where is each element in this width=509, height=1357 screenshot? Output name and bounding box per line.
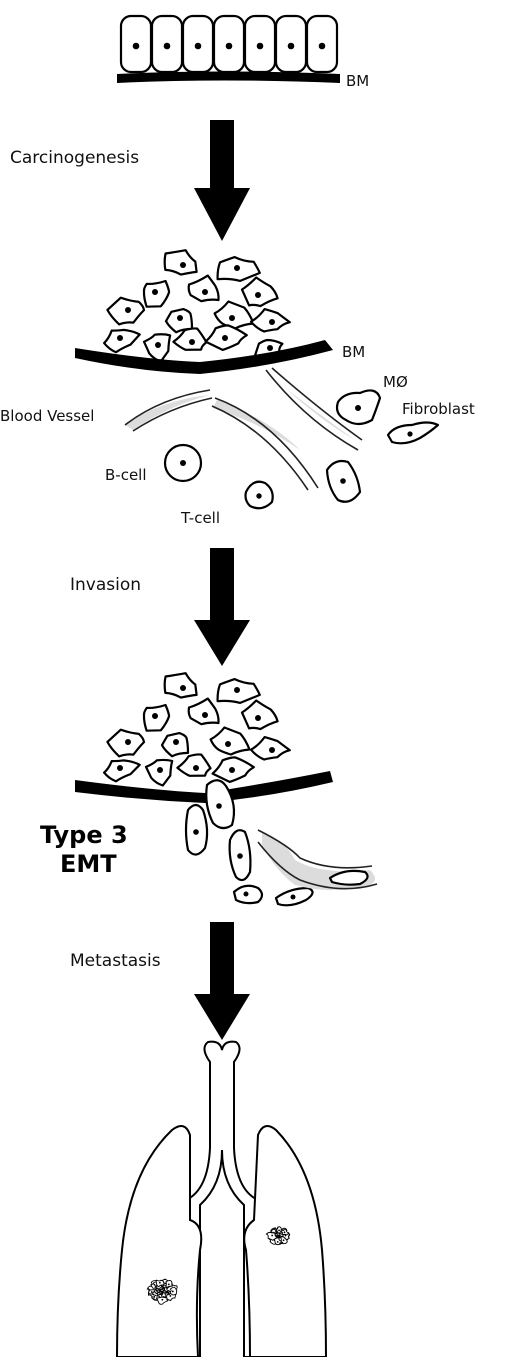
- macrophage-cell: [337, 390, 380, 424]
- cell-nucleus: [283, 1239, 285, 1241]
- cell-nucleus: [284, 1232, 286, 1234]
- blood-vessel-label: Blood Vessel: [0, 407, 94, 425]
- tumor-mass-1: [104, 250, 290, 361]
- blood-vessel-1: [125, 390, 212, 431]
- tumor-cell: [165, 250, 197, 274]
- cell-nucleus: [180, 262, 186, 268]
- lungs: [117, 1042, 326, 1357]
- t-cell-label: T-cell: [180, 509, 220, 527]
- cell-nucleus: [125, 739, 131, 745]
- cell-nucleus: [155, 342, 161, 348]
- b-cell-label: B-cell: [105, 466, 147, 484]
- stroma: MØ Fibroblast Blood Vessel B-cell T-cell: [0, 368, 475, 527]
- arrow-metastasis: [194, 922, 250, 1040]
- cell-nucleus: [222, 335, 228, 341]
- normal-epithelium: BM: [117, 16, 369, 90]
- cell-nucleus: [154, 1284, 156, 1286]
- cell-nucleus: [133, 43, 140, 50]
- bm-label-top: BM: [346, 72, 369, 90]
- cell-nucleus: [193, 765, 199, 771]
- cell-nucleus: [159, 1282, 161, 1284]
- tumor-cell: [189, 699, 219, 725]
- b-cell: [165, 445, 201, 481]
- cell-nucleus: [125, 307, 131, 313]
- cell-nucleus: [117, 335, 123, 341]
- cell-nucleus: [170, 1295, 172, 1297]
- tumor-mass-2: [104, 673, 290, 785]
- cell-nucleus: [151, 1291, 153, 1293]
- cell-nucleus: [267, 345, 273, 351]
- tumor-cell: [242, 701, 278, 730]
- fibroblast-cell: [388, 423, 438, 444]
- cell-nucleus: [164, 43, 171, 50]
- cell-nucleus: [257, 43, 264, 50]
- tumor-cell: [189, 276, 219, 302]
- cell-nucleus: [173, 739, 179, 745]
- tumor-cell: [177, 754, 210, 775]
- tumor-cell: [165, 673, 197, 697]
- cell-nucleus: [229, 767, 235, 773]
- cell-nucleus: [157, 767, 163, 773]
- basement-membrane-top: [117, 72, 340, 84]
- tumor-cell: [215, 302, 254, 329]
- type3-emt-line2: EMT: [60, 850, 117, 878]
- cell-nucleus: [319, 43, 326, 50]
- cell-nucleus: [189, 339, 195, 345]
- macrophage-label: MØ: [383, 373, 408, 391]
- type3-emt-line1: Type 3: [40, 821, 128, 849]
- cell-nucleus: [195, 43, 202, 50]
- cell-nucleus: [168, 1284, 170, 1286]
- cell-nucleus: [152, 289, 158, 295]
- cell-nucleus: [269, 319, 275, 325]
- cell-nucleus: [202, 712, 208, 718]
- cell-nucleus: [255, 715, 261, 721]
- t-cell: [246, 482, 273, 509]
- bm-label-middle: BM: [342, 343, 365, 361]
- tumor-cell: [211, 728, 250, 755]
- cell-nucleus: [172, 1291, 174, 1293]
- cell-nucleus: [234, 687, 240, 693]
- cell-nucleus: [255, 292, 261, 298]
- cell-nucleus: [269, 747, 275, 753]
- tumor-cell: [242, 278, 278, 307]
- cell-nucleus: [234, 265, 240, 271]
- cell-nucleus: [277, 1241, 279, 1243]
- cell-nucleus: [229, 315, 235, 321]
- cell-nucleus: [152, 713, 158, 719]
- blood-vessel-invasion: [258, 830, 377, 890]
- cell-nucleus: [225, 741, 231, 747]
- blood-vessel-2: [212, 398, 318, 490]
- cell-nucleus: [180, 685, 186, 691]
- metastasis-label: Metastasis: [70, 951, 161, 971]
- cell-nucleus: [271, 1235, 273, 1237]
- fibroblast-label: Fibroblast: [402, 400, 475, 418]
- left-lung: [117, 1126, 201, 1357]
- cell-nucleus: [177, 315, 183, 321]
- cell-nucleus: [226, 43, 233, 50]
- cell-nucleus: [278, 1229, 280, 1231]
- tumor-cell: [144, 334, 170, 361]
- invasion-label: Invasion: [70, 575, 141, 595]
- stromal-cell: [327, 461, 360, 502]
- cell-nucleus: [202, 289, 208, 295]
- cell-nucleus: [288, 43, 295, 50]
- tumor-cell: [104, 330, 140, 352]
- arrow-carcinogenesis: [194, 120, 250, 241]
- cell-nucleus: [161, 1299, 163, 1301]
- arrow-invasion: [194, 548, 250, 666]
- carcinogenesis-label: Carcinogenesis: [10, 148, 139, 168]
- tumor-cell: [104, 760, 140, 781]
- cell-nucleus: [117, 765, 123, 771]
